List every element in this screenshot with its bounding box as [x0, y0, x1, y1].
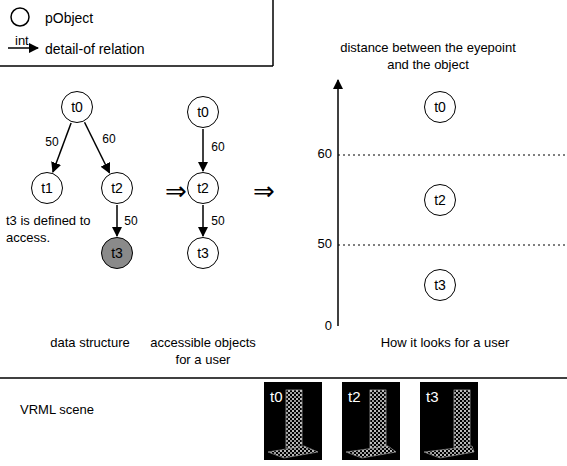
- annotation: accessible objects for a user: [143, 335, 263, 369]
- node-label: t0: [264, 382, 283, 405]
- detail-of-arrow: [85, 122, 110, 173]
- node-label: t3: [420, 382, 439, 405]
- pobject-circle: t0: [61, 91, 93, 123]
- node-label: t2: [197, 180, 209, 196]
- annotation: ⇒: [165, 178, 187, 204]
- node-label: t2: [434, 192, 446, 208]
- edge-label: 50: [210, 215, 225, 228]
- node-label: t0: [197, 104, 209, 120]
- pobject-circle: t2: [101, 172, 133, 204]
- pobject-circle: t0: [424, 91, 456, 123]
- annotation: t3 is defined to access.: [6, 213, 104, 247]
- node-label: t0: [434, 99, 446, 115]
- pobject-circle: t2: [424, 184, 456, 216]
- annotation: distance between the eyepoint and the ob…: [328, 40, 528, 74]
- vrml-image: t2: [342, 382, 400, 460]
- legend-frame: [272, 0, 274, 66]
- node-label: t3: [111, 245, 123, 261]
- vrml-image: t0: [264, 382, 322, 460]
- detail-of-arrow: [202, 205, 204, 236]
- annotation: 0: [325, 318, 332, 335]
- threshold-line: [338, 245, 565, 246]
- node-label: t3: [197, 245, 209, 261]
- pobject-circle: t0: [187, 96, 219, 128]
- pobject-circle: t1: [31, 172, 63, 204]
- legend-text: pObject: [45, 9, 93, 27]
- pobject-circle: t2: [187, 172, 219, 204]
- detail-of-arrow: [202, 129, 204, 171]
- annotation: ⇒: [253, 178, 275, 204]
- detail-of-arrow: [116, 205, 118, 236]
- vrml-image: t3: [420, 382, 478, 460]
- annotation: VRML scene: [20, 402, 94, 419]
- node-label: t2: [342, 382, 361, 405]
- pobject-circle: t3: [187, 237, 219, 269]
- annotation: How it looks for a user: [381, 335, 510, 352]
- edge-label: 50: [44, 136, 59, 149]
- pobject-circle: t3: [101, 237, 133, 269]
- edge-label: 60: [210, 141, 225, 154]
- pobject-circle: t3: [424, 269, 456, 301]
- annotation: 50: [318, 236, 332, 253]
- node-label: t2: [111, 180, 123, 196]
- node-label: t3: [434, 277, 446, 293]
- distance-axis: [337, 80, 339, 326]
- node-label: t0: [71, 99, 83, 115]
- legend-circle: [11, 8, 29, 26]
- threshold-line: [338, 155, 565, 156]
- annotation: data structure: [50, 335, 130, 352]
- legend-frame: [0, 65, 273, 67]
- annotation: 60: [318, 146, 332, 163]
- separator: [0, 377, 567, 379]
- annotation: int: [15, 33, 29, 50]
- edge-label: 50: [123, 215, 138, 228]
- node-label: t1: [41, 180, 53, 196]
- edge-label: 60: [101, 133, 116, 146]
- legend-text: detail-of relation: [45, 40, 145, 58]
